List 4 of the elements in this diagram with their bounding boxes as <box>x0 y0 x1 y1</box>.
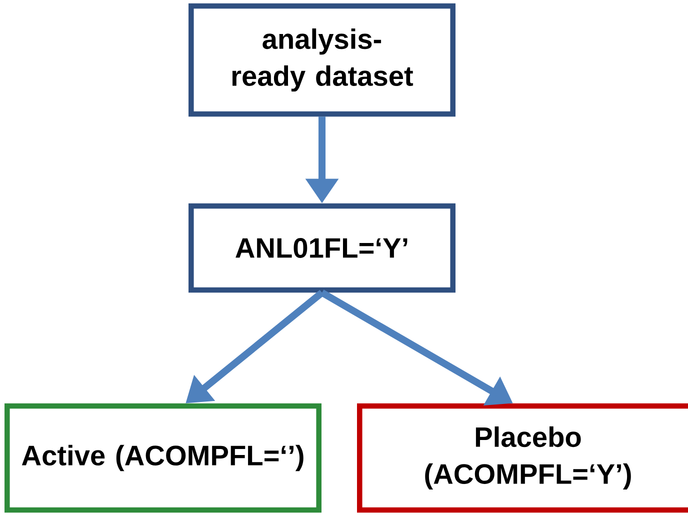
process-box: Placebo (ACOMPFL=‘Y’) <box>357 403 688 513</box>
process-box: Active (ACOMPFL=‘’) <box>4 403 322 513</box>
process-box: analysis-ready dataset <box>188 3 456 117</box>
process-box: ANL01FL=‘Y’ <box>188 203 456 293</box>
